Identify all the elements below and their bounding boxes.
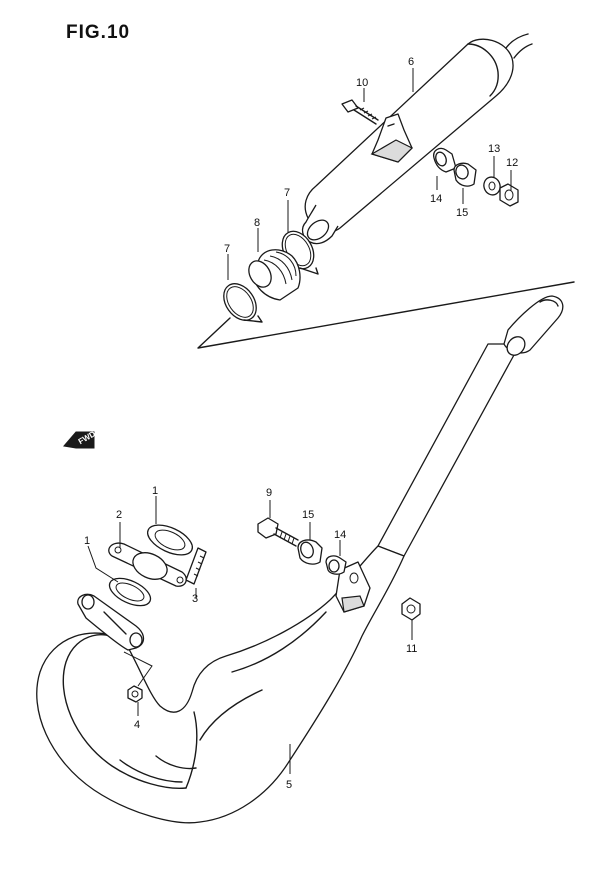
stud-3 [185, 547, 207, 585]
callout-6: 6 [408, 56, 414, 68]
nut-4 [127, 685, 143, 703]
callout-13: 13 [488, 143, 500, 155]
callout-numbers: 6 10 13 12 14 15 7 8 7 1 2 1 3 4 5 9 15 … [84, 56, 518, 791]
callout-15-lower: 15 [302, 509, 314, 521]
callout-1-lower: 1 [84, 535, 90, 547]
callout-9: 9 [266, 487, 272, 499]
gasket-1-top [147, 524, 193, 556]
nut-11 [401, 597, 421, 621]
connector-hose-8 [248, 249, 301, 301]
flange-plate-2 [108, 542, 187, 587]
callout-7-lower: 7 [224, 243, 230, 255]
callout-10: 10 [356, 77, 368, 89]
callout-12: 12 [506, 157, 518, 169]
callout-14-lower: 14 [334, 529, 346, 541]
callout-1-top: 1 [152, 485, 158, 497]
callout-4: 4 [134, 719, 140, 731]
callout-3: 3 [192, 593, 198, 605]
figure-title: FIG.10 [66, 22, 131, 43]
upper-mount-hardware [433, 147, 519, 207]
grommet-14-lower [325, 555, 347, 575]
fwd-arrow-icon: FWD [63, 429, 97, 449]
bolt-10 [341, 99, 379, 125]
silencer-body [304, 38, 514, 233]
gasket-1-lower [108, 577, 152, 607]
leader-lines [87, 68, 512, 774]
expansion-chamber-5 [36, 295, 564, 824]
callout-2: 2 [116, 509, 122, 521]
callout-11: 11 [406, 643, 417, 655]
assembly-divider [197, 281, 575, 349]
collar-15-lower [297, 539, 323, 565]
callout-5: 5 [286, 779, 292, 791]
clamp-7-lower [223, 283, 263, 323]
silencer-assembly [301, 33, 533, 245]
callout-14-upper: 14 [430, 193, 442, 205]
callout-7-upper: 7 [284, 187, 290, 199]
callout-15-upper: 15 [456, 207, 468, 219]
callout-8: 8 [254, 217, 260, 229]
bolt-9 [257, 517, 299, 547]
